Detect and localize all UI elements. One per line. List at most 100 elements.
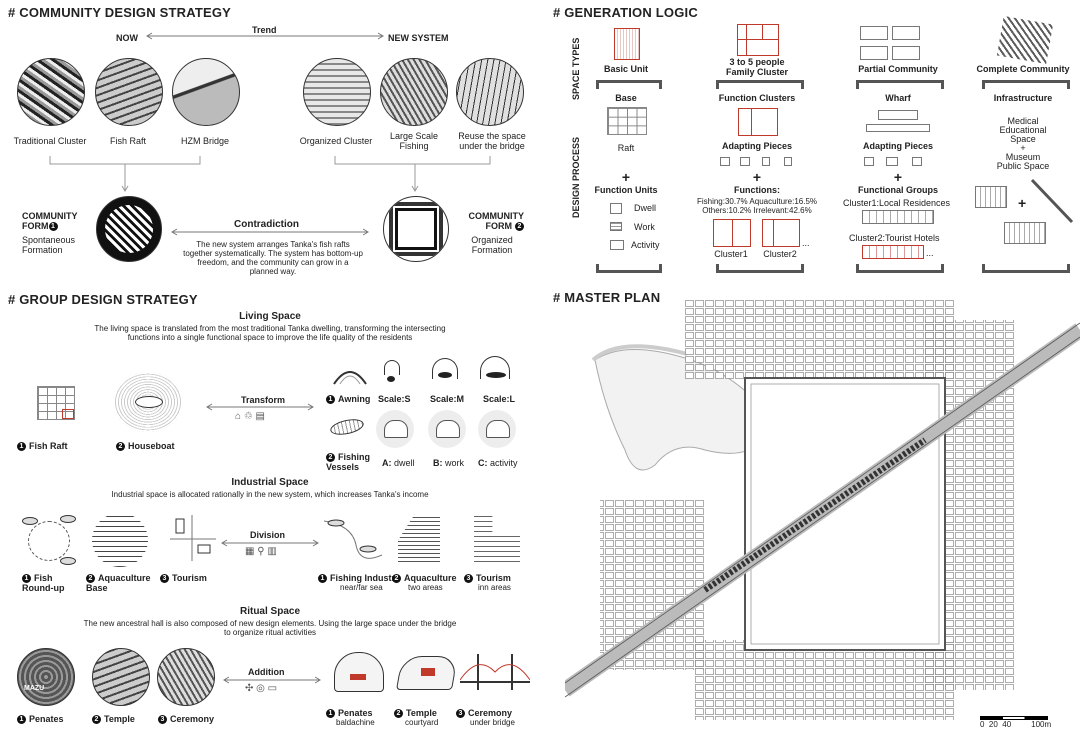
addition-icons: ✣ ◎ ▭: [245, 683, 278, 694]
aquaculture-areas-sub: two areas: [408, 583, 443, 592]
photo-hzm-bridge: [172, 58, 240, 126]
transform-arrow: [206, 403, 314, 411]
trend-label: Trend: [252, 25, 277, 35]
infra-bridge-icon: [1030, 178, 1074, 224]
contradiction-label: Contradiction: [234, 219, 299, 230]
piece-icon-1: [720, 157, 730, 166]
photo-fish-raft: [95, 58, 163, 126]
num-badge: 1: [17, 715, 26, 725]
wharf-icon: [878, 110, 918, 120]
houseboat-diagram: [113, 372, 183, 432]
group1-icon: [862, 210, 934, 224]
option-c-value: activity: [487, 458, 518, 468]
option-a-key: A:: [382, 458, 392, 468]
mazu-label: MAZU: [24, 685, 45, 692]
functional-groups-label: Functional Groups: [858, 185, 938, 195]
num-badge: 3: [456, 709, 465, 719]
industrial-space-text: Industrial space is allocated rationally…: [111, 490, 429, 499]
ellipsis-2: ...: [926, 248, 934, 258]
aquaculture-base-text: Aquaculture Base: [86, 573, 151, 594]
photo-penates: MAZU: [17, 648, 75, 706]
addition-arrow: [223, 676, 321, 684]
section-title-generation: # GENERATION LOGIC: [553, 5, 698, 20]
living-space-text: The living space is translated from the …: [94, 324, 446, 342]
option-c-icon: [478, 410, 516, 448]
num-badge: 2: [116, 442, 125, 452]
scale-m-label: Scale:M: [430, 394, 465, 404]
num-badge: 3: [158, 715, 167, 725]
tourism-text: Tourism: [172, 573, 207, 583]
fishing-vessel-icon: [328, 416, 366, 438]
bracket-2: [716, 80, 804, 89]
piece-icon-7: [912, 157, 922, 166]
unit-dwell: Dwell: [634, 203, 657, 213]
form1-title-text: COMMUNITY FORM: [22, 211, 78, 231]
num-badge: 2: [392, 574, 401, 584]
baldachine-sub: baldachine: [336, 718, 375, 727]
transform-label: Transform: [241, 395, 286, 405]
flow-connectors: [49, 156, 491, 192]
ceremony-text: Ceremony: [170, 714, 215, 724]
piece-icon-2: [740, 157, 750, 166]
new-system-label: NEW SYSTEM: [388, 33, 449, 43]
infrastructure-label: Infrastructure: [993, 93, 1053, 103]
houseboat-text: Houseboat: [128, 441, 175, 451]
cluster2-label: Cluster2: [763, 249, 797, 259]
piece-icon-3: [762, 157, 770, 166]
num-badge: 1: [318, 574, 327, 584]
plus-sign-3: +: [893, 169, 903, 185]
adapting-pieces-label-2: Adapting Pieces: [862, 141, 934, 151]
tourism-inn-sub: inn areas: [478, 583, 511, 592]
form2-subtitle: Organized Formation: [471, 235, 513, 255]
complete-community-icon: [996, 15, 1054, 65]
living-space-title: Living Space: [239, 311, 301, 322]
caption-fish-raft: Fish Raft: [109, 136, 146, 146]
num-badge: 1: [17, 442, 26, 452]
tourism-inn-diagram: [474, 514, 520, 562]
caption-reuse-bridge: Reuse the space under the bridge: [458, 131, 526, 151]
option-b-value: work: [442, 458, 465, 468]
num-badge: 1: [326, 709, 335, 719]
penates-baldachine-diagram: [330, 646, 388, 696]
contradiction-arrow: [171, 228, 369, 236]
infra-block-2: [1004, 222, 1046, 244]
now-label: NOW: [116, 33, 138, 43]
dwell-icon: [610, 203, 622, 214]
partial-community-icon: [860, 20, 920, 62]
raft-label: Raft: [617, 143, 635, 153]
photo-organized-cluster: [303, 58, 371, 126]
scale-s-icon: [382, 360, 402, 384]
fishing-industry-diagram: [323, 519, 383, 559]
design-process-label: DESIGN PROCESS: [571, 136, 581, 218]
cluster1-icon: [713, 219, 751, 247]
courtyard-text: Temple: [406, 708, 437, 718]
form1-number-badge: 1: [48, 222, 58, 232]
bracket-3-bottom: [856, 264, 944, 273]
option-a-value: dwell: [391, 458, 415, 468]
master-plan-map: [565, 300, 1080, 720]
scale-bar: [980, 716, 1048, 720]
baldachine-text: Penates: [338, 708, 373, 718]
bracket-1-bottom: [596, 264, 662, 273]
num-badge: 2: [86, 574, 95, 584]
caption-large-scale-fishing: Large Scale Fishing: [389, 131, 439, 151]
transform-icons: ⌂ ♲ ▤: [235, 411, 266, 422]
photo-temple: [92, 648, 150, 706]
raft-grid-icon: [607, 107, 647, 135]
work-icon: [610, 222, 622, 231]
option-c-label: C: activity: [478, 458, 518, 468]
form1-subtitle: Spontaneous Formation: [22, 235, 76, 255]
form2-diagram: [383, 196, 449, 262]
piece-icon-6: [886, 157, 898, 166]
temple-courtyard-diagram: [395, 646, 458, 696]
cluster2-icon: [762, 219, 800, 247]
infra-block-1: [975, 186, 1007, 208]
